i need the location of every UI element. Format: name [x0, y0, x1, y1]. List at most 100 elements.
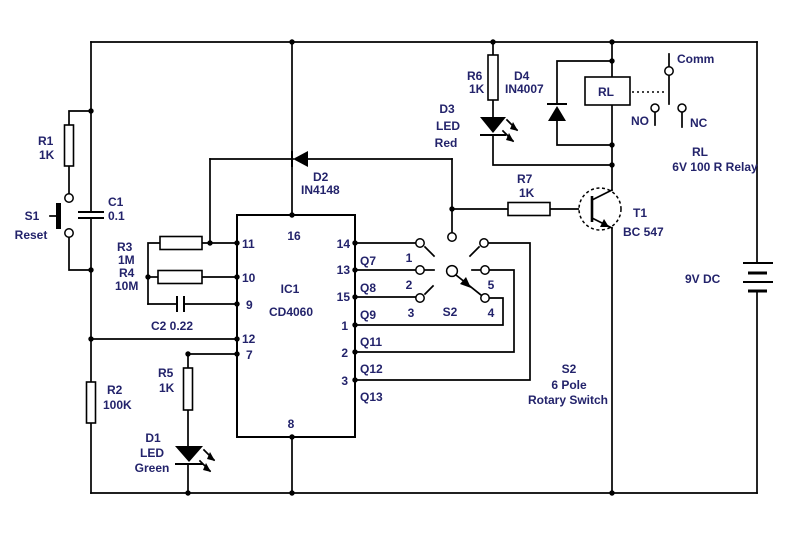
capacitor-c1: C1 0.1 [78, 195, 125, 223]
ic1-q8: Q8 [360, 281, 376, 295]
s2-pos-5: 5 [488, 278, 495, 292]
s2-wiper-pivot [445, 264, 459, 278]
led-d3: D3 LED Red [435, 102, 519, 150]
diode-d2: D2 IN4148 [291, 151, 340, 197]
relay-nc-label: NC [690, 116, 708, 130]
d1-color: Green [135, 461, 170, 475]
c1-value: 0.1 [108, 209, 125, 223]
battery-label: 9V DC [685, 272, 721, 286]
r2-name: R2 [107, 383, 123, 397]
s2-pos-2: 2 [406, 278, 413, 292]
relay-desc-2: 6V 100 R Relay [672, 160, 758, 174]
relay-comm-label: Comm [677, 52, 714, 66]
s2-contact-5 [480, 265, 490, 275]
d3-name: D3 [439, 102, 455, 116]
resistor-r1: R1 1K [38, 124, 75, 167]
ic1-q11: Q11 [360, 335, 382, 349]
d4-name: D4 [514, 69, 530, 83]
relay-desc-1: RL [692, 145, 708, 159]
r6-name: R6 [467, 69, 483, 83]
transistor-t1: T1 BC 547 [578, 187, 664, 239]
r3-name: R3 [117, 240, 133, 254]
ic1-pin-14: 14 [337, 237, 351, 251]
rotary-switch-s2: 1 2 3 5 4 S2 S2 6 Pole Rotary Switch [406, 232, 608, 407]
resistor-r7: R7 1K [507, 172, 551, 217]
r4-name: R4 [119, 266, 135, 280]
s2-contact-1 [415, 238, 425, 248]
c2-label: C2 0.22 [151, 319, 193, 333]
resistor-r3: R3 1M [117, 235, 203, 267]
c1-name: C1 [108, 195, 124, 209]
d1-type: LED [140, 446, 164, 460]
diode-d4: D4 IN4007 [505, 69, 567, 121]
ic1-name: IC1 [281, 282, 300, 296]
driver-wires [451, 41, 613, 494]
ic1-pin-10: 10 [242, 271, 256, 285]
s2-contact-2 [415, 265, 425, 275]
s2-contact-6 [479, 238, 489, 248]
relay-rl: RL Comm NO NC RL 6V 100 R Relay [584, 52, 758, 174]
ic1-pin-1: 1 [341, 319, 348, 333]
ic1-pin-13: 13 [337, 263, 351, 277]
d3-type: LED [436, 119, 460, 133]
battery-9v: 9V DC [685, 262, 773, 293]
power-rails [90, 41, 758, 494]
s2-pos-4: 4 [488, 306, 495, 320]
relay-nc-contact [677, 103, 687, 113]
ic1-q12: Q12 [360, 362, 383, 376]
d1-name: D1 [145, 431, 161, 445]
r2-value: 100K [103, 398, 132, 412]
ic1-part: CD4060 [269, 305, 313, 319]
resistor-r6: R6 1K [467, 54, 499, 101]
ic1-pin-7: 7 [246, 348, 253, 362]
s1-name: S1 [25, 209, 40, 223]
ic1-q7: Q7 [360, 254, 376, 268]
resistor-r4: R4 10M [115, 266, 203, 293]
ic1-pin-bottom: 8 [288, 417, 295, 431]
capacitor-c2: C2 0.22 [151, 296, 193, 333]
s2-contact-4 [480, 293, 490, 303]
r5-name: R5 [158, 366, 174, 380]
ic1-pin-9: 9 [246, 298, 253, 312]
relay-comm-contact [664, 66, 674, 76]
r6-value: 1K [469, 82, 485, 96]
ic1-pin-3: 3 [341, 374, 348, 388]
d4-part: IN4007 [505, 82, 544, 96]
r3-value: 1M [118, 253, 135, 267]
r4-value: 10M [115, 279, 138, 293]
resistor-r5: R5 1K [158, 366, 194, 411]
s2-name: S2 [443, 305, 458, 319]
s1-label: Reset [15, 228, 48, 242]
s2-pos-1: 1 [406, 251, 413, 265]
d3-color: Red [435, 136, 458, 150]
reset-branch-wires [68, 110, 92, 271]
relay-box-label: RL [598, 85, 614, 99]
d2-name: D2 [313, 170, 329, 184]
s2-contact-3 [415, 293, 425, 303]
r5-value: 1K [159, 381, 175, 395]
ic1-pin-2: 2 [341, 346, 348, 360]
r1-value: 1K [39, 148, 55, 162]
ic1-q9: Q9 [360, 308, 376, 322]
ic1-pin-12: 12 [242, 332, 256, 346]
s2-pos-3: 3 [408, 306, 415, 320]
t1-name: T1 [633, 206, 647, 220]
junction-dots [88, 39, 615, 496]
d2-part: IN4148 [301, 183, 340, 197]
r1-name: R1 [38, 134, 54, 148]
output-wires [354, 242, 531, 381]
r7-name: R7 [517, 172, 533, 186]
pushbutton-s1: S1 Reset [15, 193, 74, 242]
ic1-pin-15: 15 [337, 290, 351, 304]
d2-branch-wires [209, 41, 453, 244]
relay-no-label: NO [631, 114, 649, 128]
timing-network-wires [90, 242, 293, 494]
ic-cd4060: 16 8 IC1 CD4060 11 10 9 12 7 14 13 15 1 … [236, 214, 383, 438]
relay-no-contact [650, 103, 660, 113]
t1-part: BC 547 [623, 225, 664, 239]
led-d1: D1 LED Green [135, 431, 216, 475]
ic1-q13: Q13 [360, 390, 383, 404]
resistor-r2: R2 100K [85, 381, 132, 424]
